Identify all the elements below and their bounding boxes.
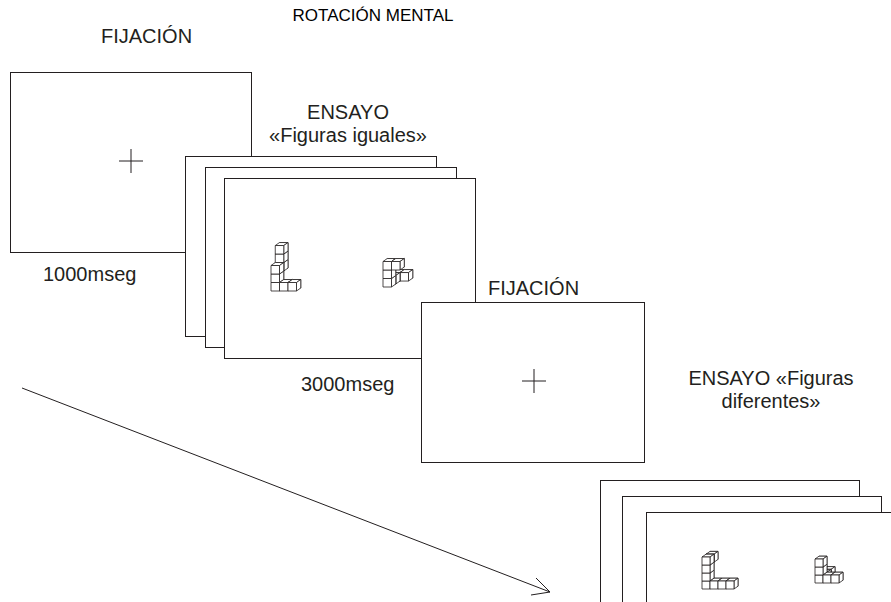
trial-heading: ENSAYO «Figuras iguales» [268, 101, 429, 147]
cube-face [702, 573, 710, 581]
cube-face [271, 283, 280, 292]
label-holder: FIJACIÓN [488, 277, 579, 300]
cube-face [726, 581, 734, 589]
cube-face [275, 246, 284, 255]
cube-face [400, 273, 409, 282]
frame-label: FIJACIÓN [488, 277, 579, 300]
cube-face [823, 556, 827, 567]
label-holder: 3000mseg [301, 373, 394, 396]
cube-face [383, 270, 392, 279]
frame-label: 1000mseg [43, 263, 136, 286]
cube-face [271, 274, 280, 283]
cube-face [710, 581, 718, 589]
frame-illustration [647, 513, 891, 602]
cube-face [396, 273, 400, 284]
label-holder: 1000mseg [43, 263, 136, 286]
cube-face [839, 572, 843, 583]
screen-frame: ENSAYO «Figuras diferentes» [646, 512, 891, 602]
cube-face [714, 551, 718, 562]
cube-face [409, 270, 413, 281]
label-holder: ENSAYO «Figuras diferentes» [678, 367, 864, 413]
cube-face [271, 266, 280, 275]
cube-figure [815, 556, 843, 583]
cube-figure [702, 551, 738, 589]
cube-face [702, 565, 710, 573]
screen-frame: FIJACIÓN [421, 302, 645, 463]
cube-face [392, 262, 401, 271]
cube-face [702, 581, 710, 589]
label-holder: FIJACIÓN [101, 25, 192, 48]
cube-face [831, 575, 839, 583]
cube-face [383, 262, 392, 271]
cube-face [383, 279, 392, 288]
cube-face [400, 259, 404, 270]
cube-face [734, 578, 738, 589]
cube-figure [383, 259, 413, 287]
fixation-cross [119, 149, 143, 173]
diagram-title: ROTACIÓN MENTAL [293, 6, 454, 26]
cube-face [284, 243, 288, 254]
label-holder: ENSAYO «Figuras iguales» [268, 101, 429, 147]
cube-face [815, 567, 823, 575]
trial-heading: ENSAYO «Figuras diferentes» [678, 367, 864, 413]
cube-face [718, 581, 726, 589]
cube-face [280, 283, 289, 292]
frame-label: 3000mseg [301, 373, 394, 396]
cube-face [710, 554, 714, 565]
cube-face [815, 559, 823, 567]
cube-face [275, 254, 284, 263]
frame-label: FIJACIÓN [101, 25, 192, 48]
fixation-cross [522, 369, 546, 393]
cube-face [823, 575, 831, 583]
cube-face [702, 557, 710, 565]
cube-face [815, 575, 823, 583]
cube-face [297, 280, 301, 291]
cube-figure [271, 243, 301, 291]
frame-illustration [422, 303, 646, 464]
cube-face [280, 263, 284, 274]
cube-face [288, 283, 297, 292]
time-arrow-head [531, 578, 550, 595]
